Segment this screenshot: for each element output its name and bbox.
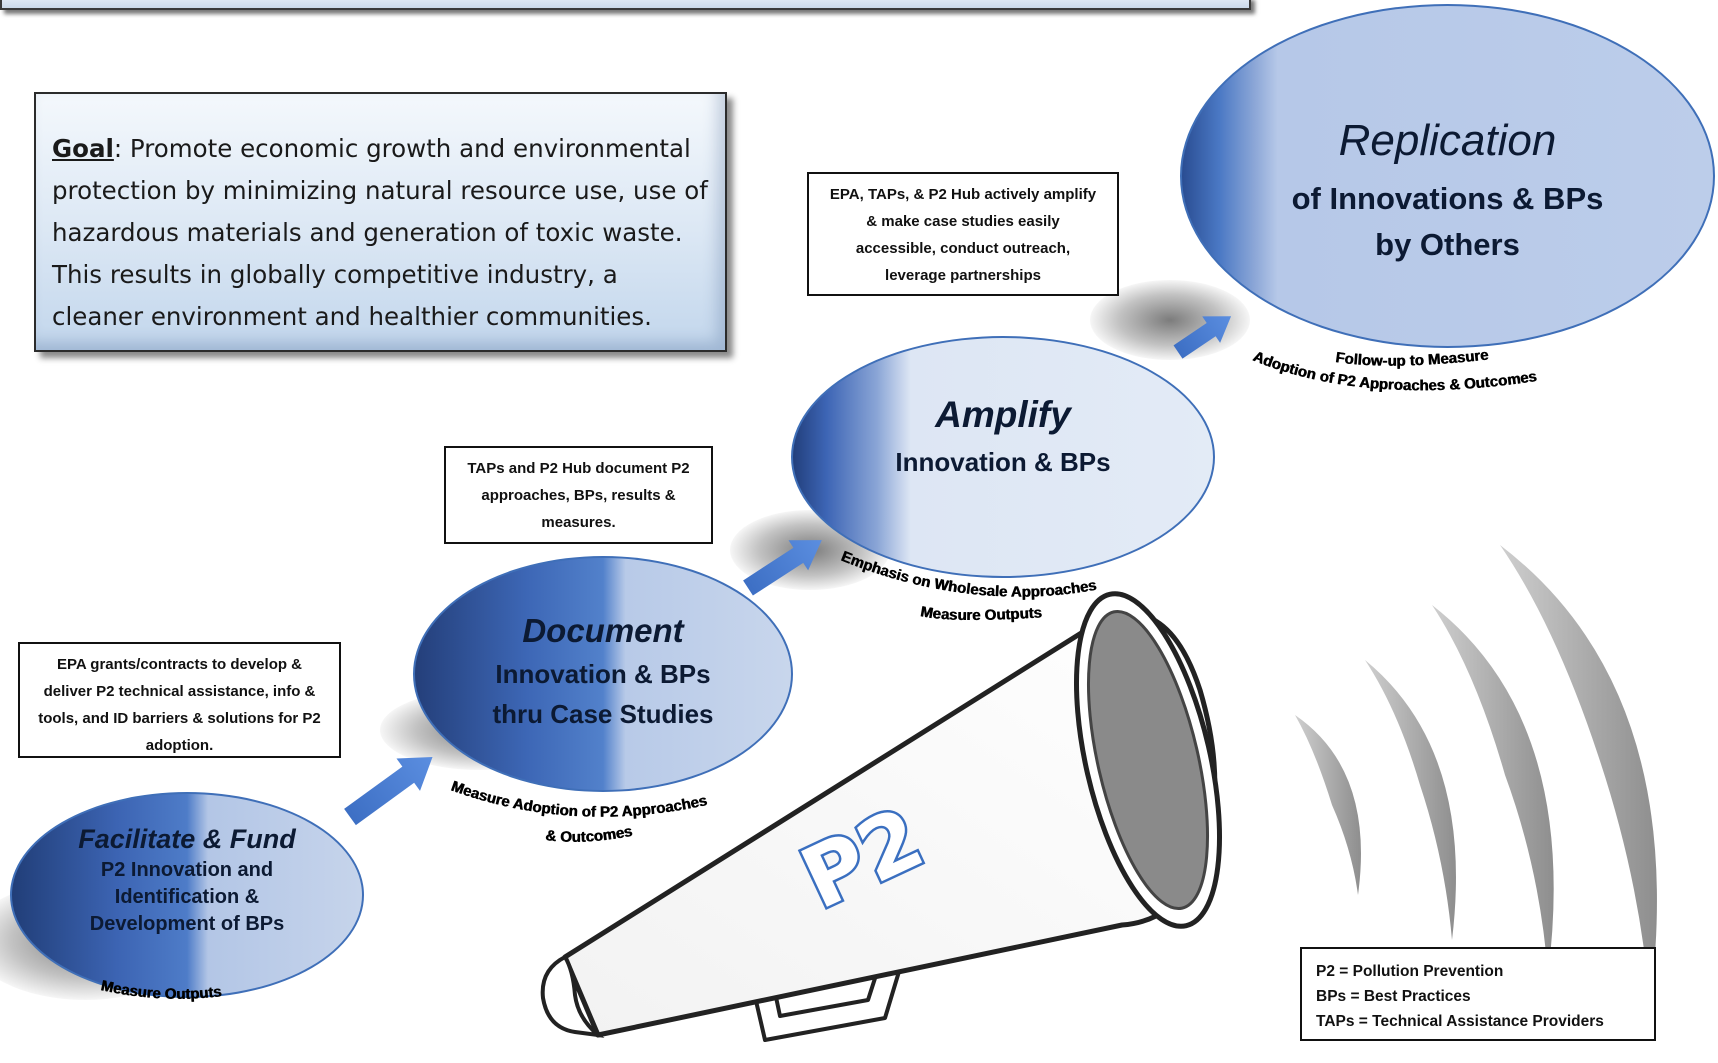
sound-wave-2 bbox=[1365, 660, 1456, 940]
megaphone-bell-inner bbox=[1086, 609, 1210, 911]
svg-text:Measure Outputs: Measure Outputs bbox=[919, 603, 1042, 624]
svg-text:Measure Adoption of P2 Approac: Measure Adoption of P2 Approaches bbox=[449, 778, 709, 821]
goal-label: Goal bbox=[52, 134, 114, 163]
step-facilitate-fund-circle: Facilitate & Fund P2 Innovation and Iden… bbox=[10, 792, 364, 998]
svg-text:Measure Outputs: Measure Outputs bbox=[99, 977, 222, 1003]
sound-wave-3 bbox=[1432, 605, 1554, 975]
sound-wave-1 bbox=[1295, 715, 1361, 895]
step-amplify-line-1: Innovation & BPs bbox=[895, 447, 1111, 477]
top-banner bbox=[0, 0, 1251, 10]
step-facilitate-fund-line-2: Identification & bbox=[114, 886, 260, 908]
legend-item-taps: TAPs = Technical Assistance Providers bbox=[1316, 1013, 1604, 1030]
goal-text: : Promote economic growth and environmen… bbox=[52, 134, 708, 331]
arrow-step1-to-step2 bbox=[344, 757, 433, 826]
step-amplify-caption-line-1: Emphasis on Wholesale Approaches bbox=[839, 548, 1098, 601]
arrow-step2-to-step3 bbox=[743, 540, 822, 596]
svg-text:& Outcomes: & Outcomes bbox=[544, 823, 633, 846]
goal-box: Goal: Promote economic growth and enviro… bbox=[34, 92, 727, 352]
step-document-note: TAPs and P2 Hub document P2 approaches, … bbox=[444, 446, 713, 544]
step-document-circle: Document Innovation & BPs thru Case Stud… bbox=[413, 556, 793, 792]
step-document-title: Document bbox=[522, 612, 684, 649]
step-document-line-1: Innovation & BPs bbox=[495, 659, 711, 689]
megaphone-mouthpiece bbox=[540, 954, 605, 1038]
step-replication-caption-line-1: Follow-up to Measure bbox=[1334, 347, 1489, 370]
legend-item-p2: P2 = Pollution Prevention bbox=[1316, 963, 1504, 980]
step-document-line-2: thru Case Studies bbox=[492, 699, 714, 729]
step-facilitate-fund-title: Facilitate & Fund bbox=[78, 824, 296, 854]
step-amplify-note: EPA, TAPs, & P2 Hub actively amplify & m… bbox=[807, 172, 1119, 296]
legend-box: P2 = Pollution Prevention BPs = Best Pra… bbox=[1300, 947, 1656, 1041]
step-amplify-caption-line-2: Measure Outputs bbox=[919, 603, 1042, 624]
step-document-caption-line-2: & Outcomes bbox=[544, 823, 633, 846]
step-replication-circle: Replication of Innovations & BPs by Othe… bbox=[1180, 4, 1715, 348]
svg-text:Emphasis on Wholesale Approach: Emphasis on Wholesale Approaches bbox=[839, 548, 1098, 601]
step-document-caption-line-1: Measure Adoption of P2 Approaches bbox=[449, 778, 709, 821]
sound-wave-4 bbox=[1500, 545, 1657, 1005]
step-facilitate-fund-line-3: Development of BPs bbox=[89, 913, 285, 935]
step-facilitate-fund-line-1: P2 Innovation and bbox=[100, 859, 274, 881]
step-facilitate-fund-note: EPA grants/contracts to develop & delive… bbox=[18, 642, 341, 758]
step-amplify-title: Amplify bbox=[935, 394, 1071, 435]
step-replication-line-2: by Others bbox=[1375, 227, 1520, 262]
svg-text:Follow-up to Measure: Follow-up to Measure bbox=[1334, 347, 1489, 370]
step-replication-title: Replication bbox=[1338, 116, 1557, 165]
step-amplify-circle: Amplify Innovation & BPs bbox=[791, 336, 1215, 578]
arrow-step3-to-step4 bbox=[1173, 316, 1232, 359]
legend-item-bps: BPs = Best Practices bbox=[1316, 988, 1471, 1005]
step-facilitate-fund-caption: Measure Outputs bbox=[99, 977, 222, 1003]
megaphone-illustration: P2 bbox=[540, 545, 1657, 1042]
step-replication-line-1: of Innovations & BPs bbox=[1291, 181, 1604, 216]
